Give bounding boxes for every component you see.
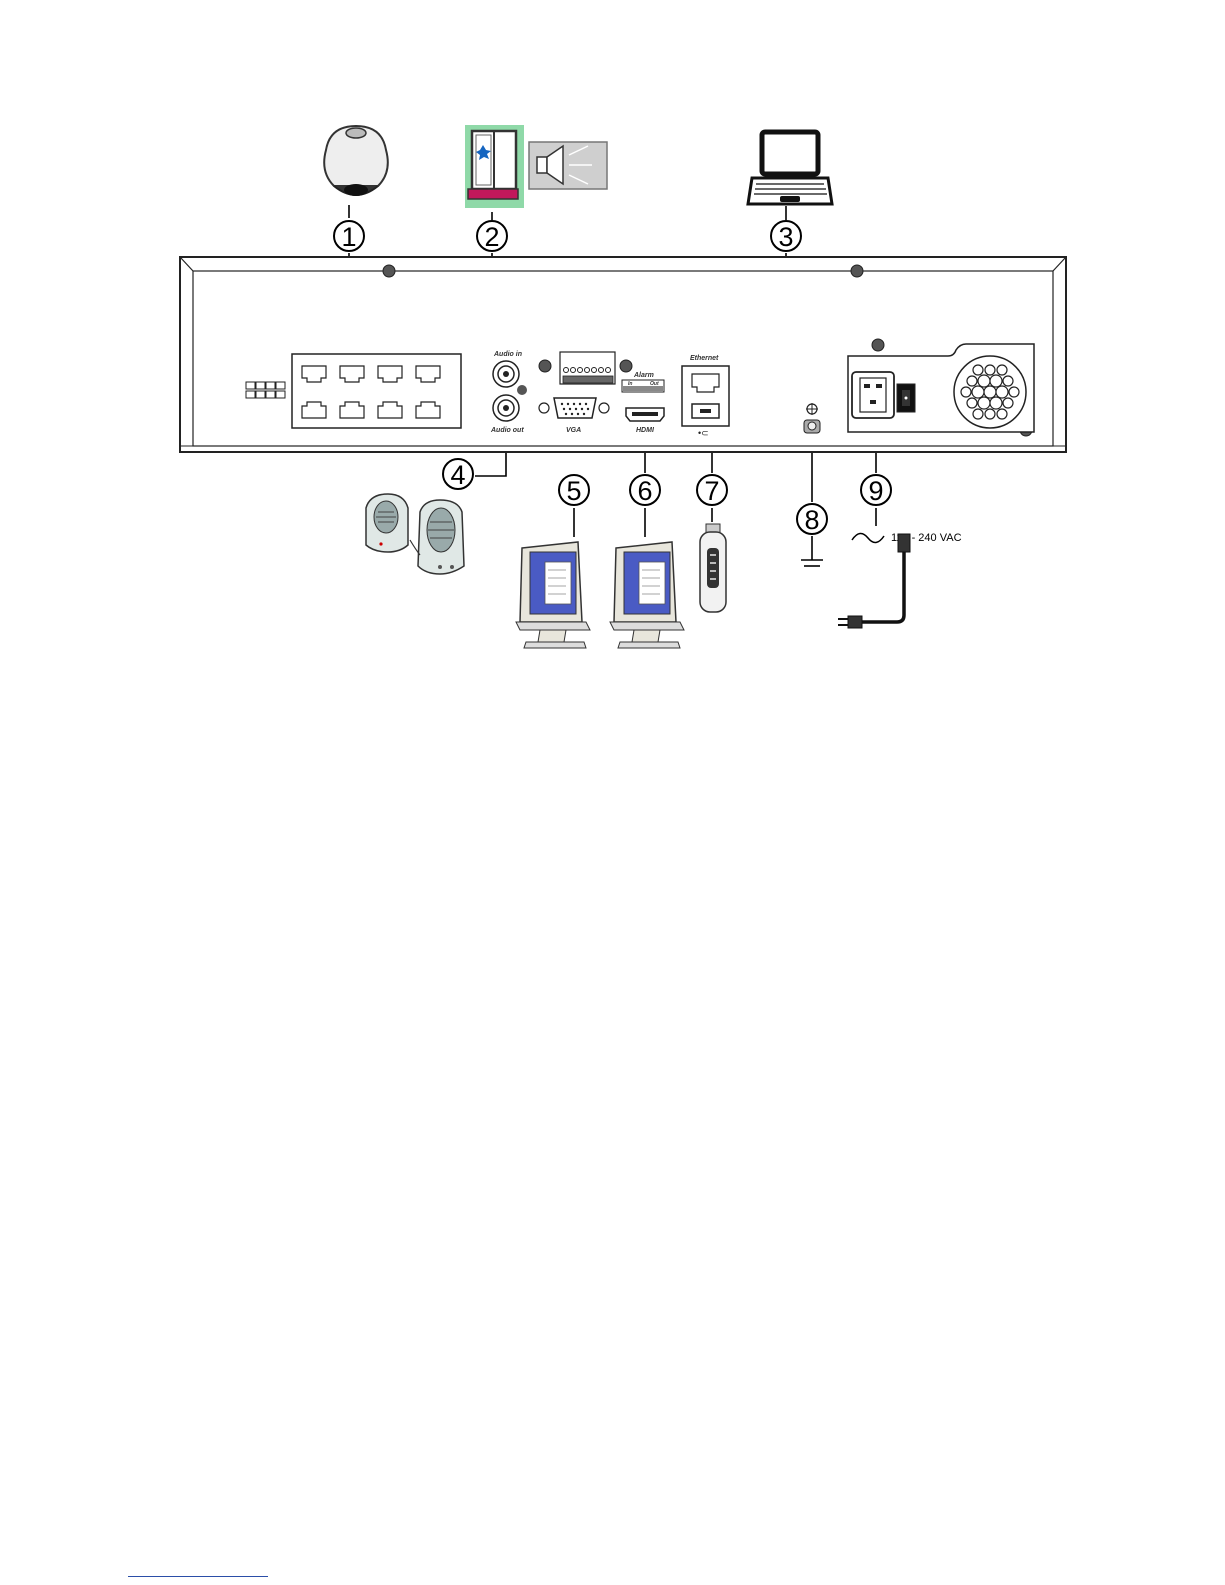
svg-text:7: 7 <box>704 476 719 506</box>
svg-text:8: 8 <box>804 505 819 535</box>
hdmi-monitor-icon <box>610 542 684 648</box>
callout-4: 4 <box>443 459 473 490</box>
speakers-icon <box>366 494 464 574</box>
svg-text:2: 2 <box>484 222 499 252</box>
callout-7: 7 <box>697 475 727 506</box>
laptop-icon <box>748 132 832 204</box>
ethernet-usb-block: Ethernet •⊂ <box>682 355 729 438</box>
power-plug-icon <box>838 534 910 628</box>
svg-text:5: 5 <box>566 476 581 506</box>
callout-8: 8 <box>797 504 827 535</box>
callout-5: 5 <box>559 475 589 506</box>
svg-text:3: 3 <box>778 222 793 252</box>
alarm-window-icon <box>465 125 524 208</box>
poe-camera-ports <box>292 354 461 428</box>
callout-9: 9 <box>861 475 891 506</box>
footnote-separator <box>128 1576 268 1577</box>
svg-text:Ethernet: Ethernet <box>690 355 719 362</box>
callout-1: 1 <box>334 221 364 252</box>
svg-text:VGA: VGA <box>566 427 581 434</box>
callout-2: 2 <box>477 221 507 252</box>
svg-text:Alarm: Alarm <box>633 372 654 379</box>
svg-text:Audio out: Audio out <box>490 427 524 434</box>
svg-text:HDMI: HDMI <box>636 427 655 434</box>
svg-text:9: 9 <box>868 476 883 506</box>
svg-text:6: 6 <box>637 476 652 506</box>
svg-text:4: 4 <box>450 460 465 490</box>
svg-text:1: 1 <box>341 222 356 252</box>
vga-monitor-icon <box>516 542 590 648</box>
callout-3: 3 <box>771 221 801 252</box>
svg-text:•⊂: •⊂ <box>698 428 709 438</box>
svg-text:Audio in: Audio in <box>493 351 522 358</box>
dome-camera-icon <box>324 126 388 196</box>
usb-drive-icon <box>700 524 726 612</box>
siren-speaker-icon <box>529 142 607 189</box>
callout-6: 6 <box>630 475 660 506</box>
